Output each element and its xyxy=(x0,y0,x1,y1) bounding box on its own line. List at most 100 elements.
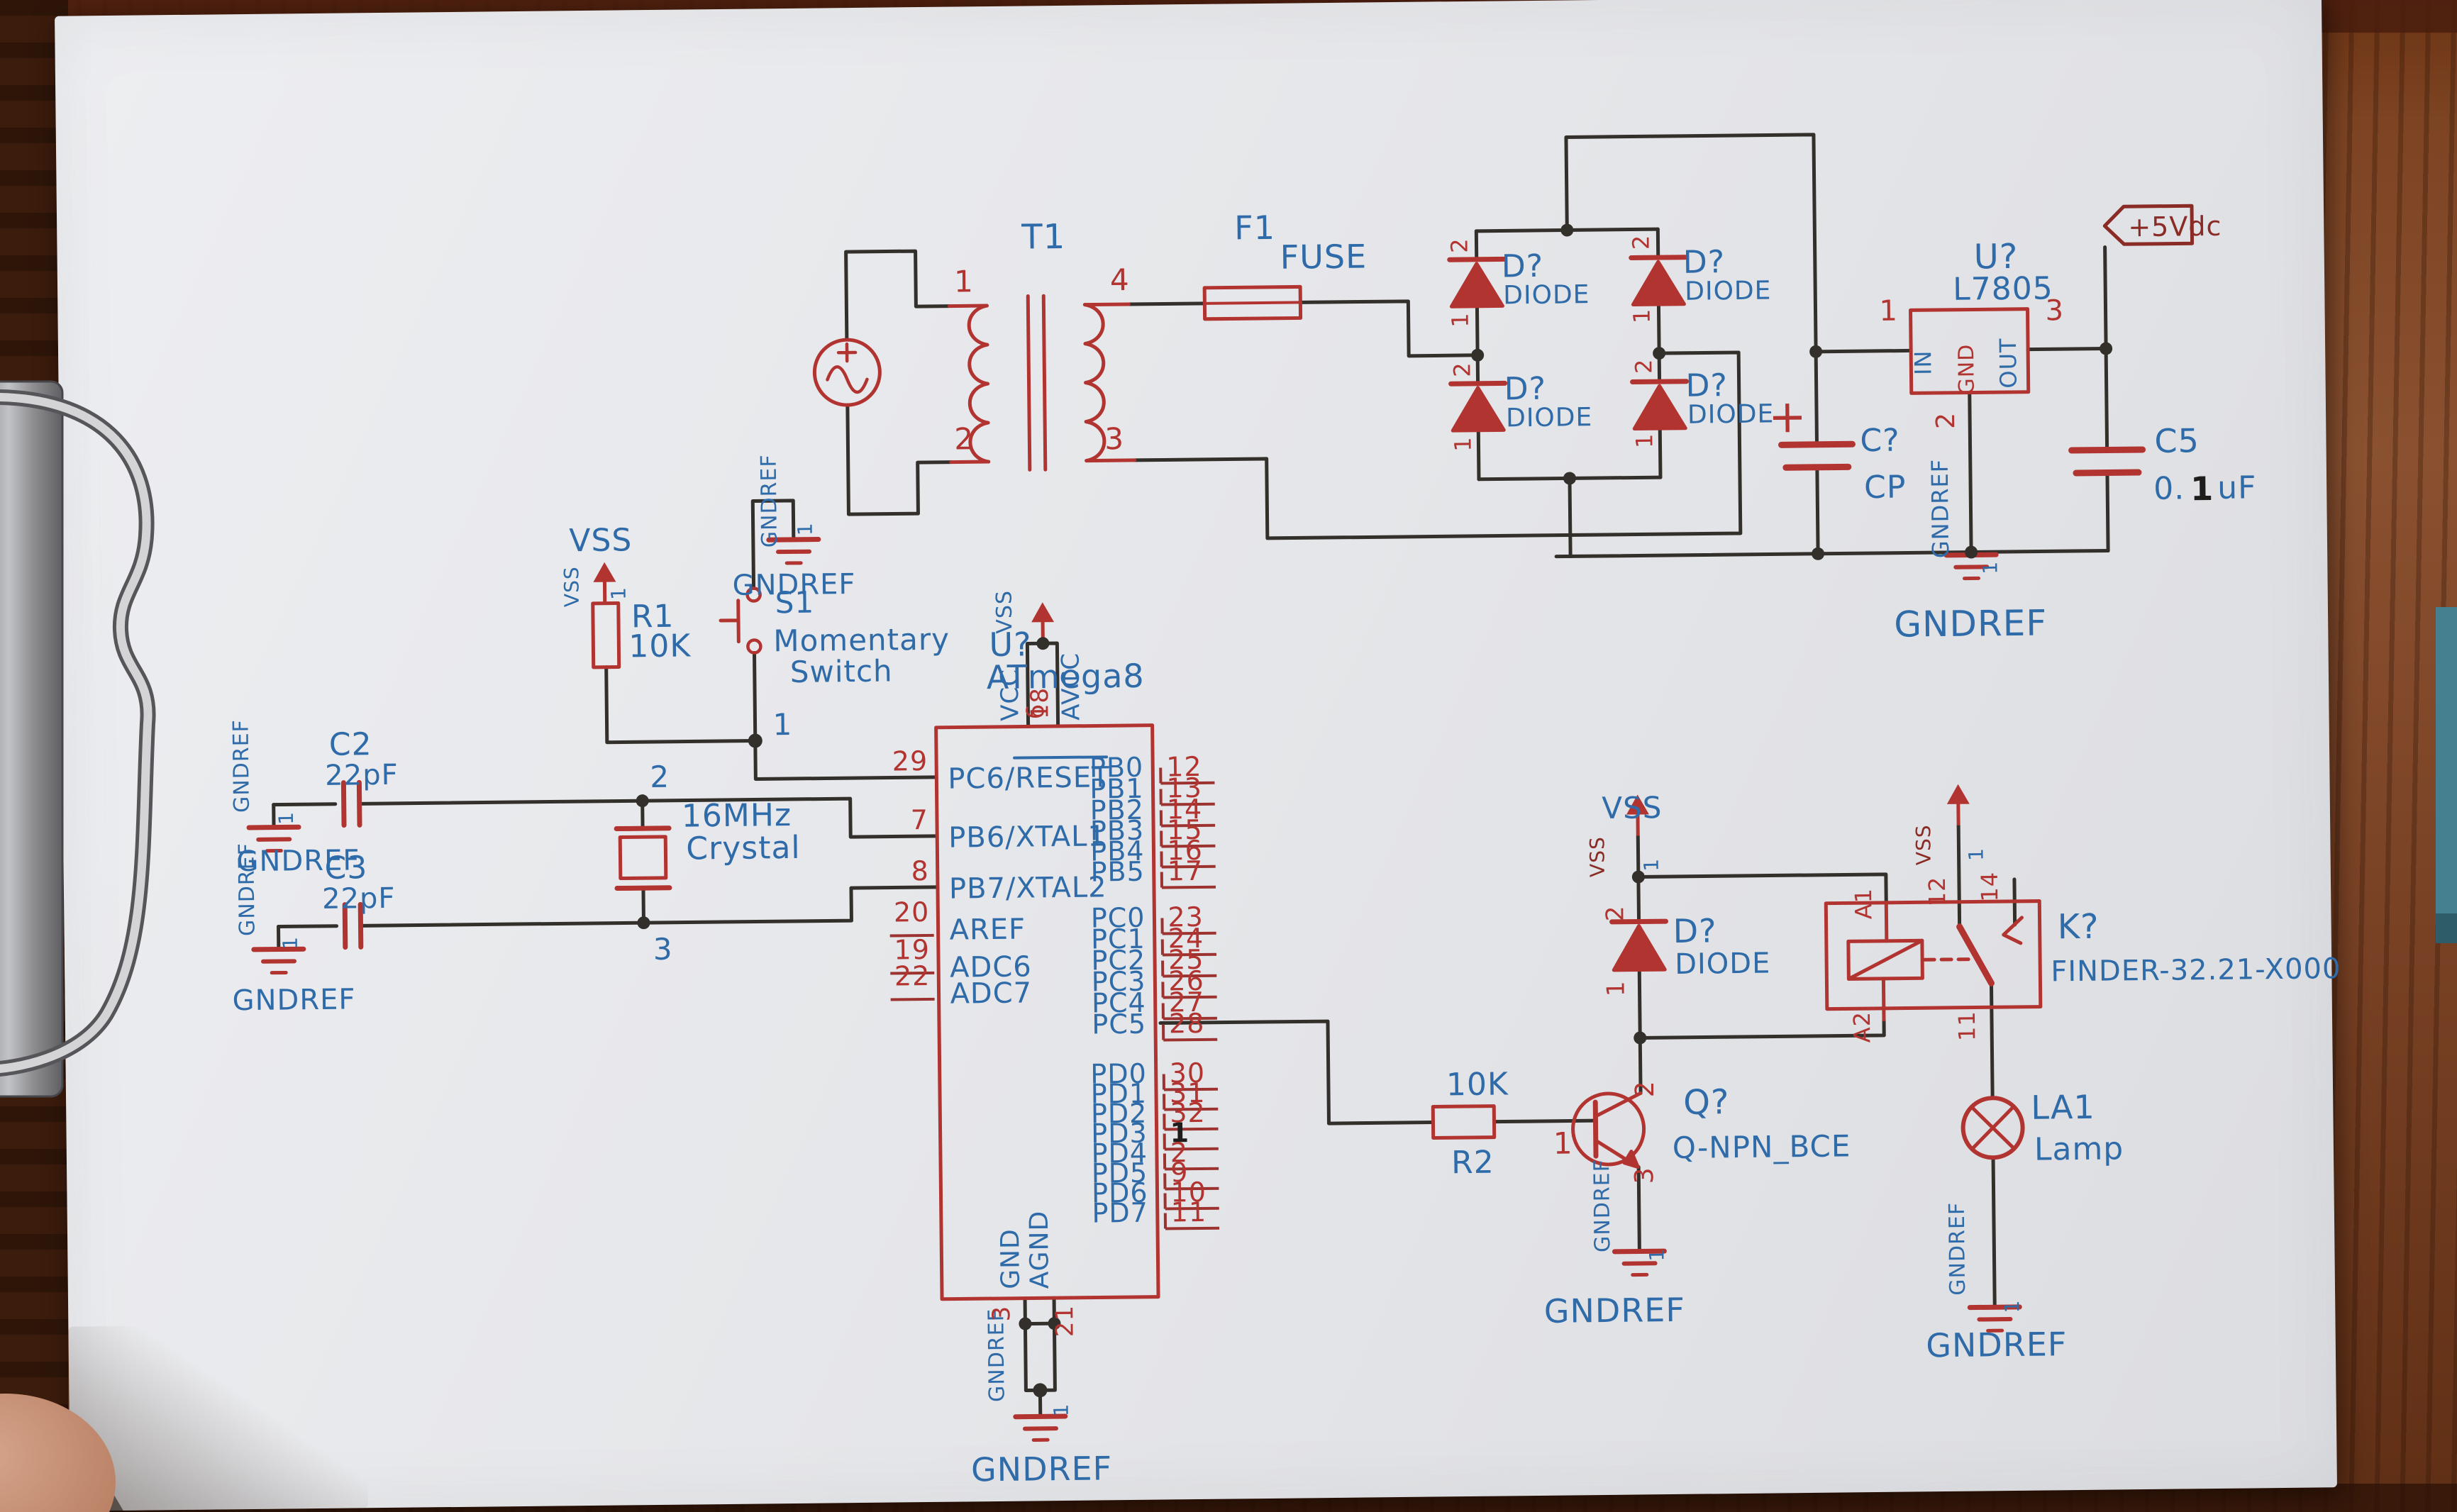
mcu-pins: 29PC6/RESET7PB6/XTAL18PB7/XTAL220AREF19A… xyxy=(889,652,1220,1338)
wire-collector-up xyxy=(1638,1035,1643,1095)
pin-name-PB5: PB5 xyxy=(1090,856,1145,888)
wire-relay-11-to-lamp xyxy=(1989,982,1995,1100)
pin-num-32: 32 xyxy=(1170,1097,1206,1129)
la1-ref: LA1 xyxy=(2031,1088,2095,1127)
reg-pin2: 2 xyxy=(1931,412,1960,429)
pin-num-13: 13 xyxy=(1166,772,1202,804)
k-pinA1: A1 xyxy=(1850,888,1877,920)
d5-vss-rot: VSS xyxy=(1585,836,1609,877)
c3-ref: C3 xyxy=(324,850,367,886)
q-gnd: GNDREF xyxy=(1544,1291,1686,1330)
wire-relay-12 xyxy=(1956,823,1962,929)
pin-name-PC0: PC0 xyxy=(1091,902,1146,934)
xgnd-b-1: 1 xyxy=(279,936,302,950)
pin-name-ADC7: ADC7 xyxy=(950,977,1032,1010)
k-part: FINDER-32.21-X000 xyxy=(2051,952,2341,988)
xtal-node2: 2 xyxy=(650,760,670,794)
pin-num-11: 11 xyxy=(1171,1196,1207,1228)
wire-ground-rail xyxy=(1554,549,2110,559)
regulator-body xyxy=(1909,307,2031,395)
flyback-diode xyxy=(1609,918,1669,972)
xgnd-a: GNDREF xyxy=(236,844,360,878)
pin-num-26: 26 xyxy=(1168,965,1204,997)
k-pin12: 12 xyxy=(1924,877,1951,907)
reg-ref: U? xyxy=(1973,237,2018,277)
pin-num-21: 21 xyxy=(1050,1305,1079,1338)
t1-lead-3 xyxy=(1085,458,1137,463)
pin-name-VCC: VCC xyxy=(996,669,1025,721)
reg-out: OUT xyxy=(1995,338,2022,389)
t1-ref: T1 xyxy=(1021,217,1065,257)
power-flag xyxy=(2102,204,2195,246)
r2-val: 10K xyxy=(1446,1066,1509,1103)
s1-name2: Switch xyxy=(790,653,893,689)
t1-pin3: 3 xyxy=(1104,421,1124,456)
wire-bridge-top-loop xyxy=(1564,133,1818,354)
switch-contact-bottom xyxy=(746,638,762,655)
transistor-collector xyxy=(1593,1091,1643,1118)
t1-pin1: 1 xyxy=(954,264,974,299)
pin-name-PB3: PB3 xyxy=(1090,815,1145,847)
pin-name-PD0: PD0 xyxy=(1090,1058,1147,1090)
wire-c5-top xyxy=(2104,347,2109,450)
bridge-diode-1 xyxy=(1447,256,1507,308)
ac-source-sine xyxy=(826,365,869,394)
cbulk-name: CP xyxy=(1864,469,1907,506)
k-pin14: 14 xyxy=(1976,872,2003,902)
reset-node-1: 1 xyxy=(772,707,792,742)
pin-num-24: 24 xyxy=(1168,923,1204,955)
cbulk-plates xyxy=(1778,440,1856,471)
wire-reg-out xyxy=(2026,347,2108,352)
t1-coil-left xyxy=(967,304,991,464)
q-pin3: 3 xyxy=(1630,1167,1659,1184)
mcu-part: ATmega8 xyxy=(987,657,1145,696)
wire-node-to-a2 xyxy=(1638,1018,1886,1040)
d1-ref: D? xyxy=(1502,248,1544,285)
gnd-main: GNDREF xyxy=(1894,602,2047,645)
wire-xtal1-rail xyxy=(272,796,938,839)
pin-name-PD5: PD5 xyxy=(1092,1157,1148,1189)
fuse-element xyxy=(1203,301,1302,305)
pin-name-ADC6: ADC6 xyxy=(950,950,1032,984)
pin-name-PC1: PC1 xyxy=(1091,923,1146,955)
q-gnd-rot: GNDREF xyxy=(1590,1159,1615,1252)
xgnd-b: GNDREF xyxy=(232,983,355,1017)
k-ref: K? xyxy=(2057,907,2100,947)
d4-name: DIODE xyxy=(1687,399,1775,429)
xtal-name: Crystal xyxy=(686,830,801,867)
pin-name-PB6/XTAL1: PB6/XTAL1 xyxy=(948,820,1107,854)
t1-coil-right xyxy=(1082,303,1107,463)
c5-val-c: uF xyxy=(2217,469,2257,506)
pin-num-19: 19 xyxy=(894,934,930,966)
wire-switch-gnd xyxy=(750,499,796,591)
switch-contact-top xyxy=(745,587,762,603)
s1-gnd: GNDREF xyxy=(732,568,855,602)
la1-gnd-rot: GNDREF xyxy=(1945,1202,1970,1296)
xgnd-a-rot: GNDREF xyxy=(228,719,254,813)
pin-name-GND: GND xyxy=(996,1228,1026,1289)
wire-node-to-a1 xyxy=(1636,872,1888,905)
pin-name-PB4: PB4 xyxy=(1090,835,1145,867)
pin-name-PC3: PC3 xyxy=(1092,966,1146,998)
pin-num-15: 15 xyxy=(1167,814,1203,846)
c2-ref: C2 xyxy=(329,726,372,763)
q-gnd-1: 1 xyxy=(1645,1248,1668,1262)
r2-body xyxy=(1431,1104,1497,1140)
components xyxy=(340,204,2195,1301)
transistor-base-bar xyxy=(1592,1099,1599,1159)
k-pin11: 11 xyxy=(1953,1011,1980,1041)
